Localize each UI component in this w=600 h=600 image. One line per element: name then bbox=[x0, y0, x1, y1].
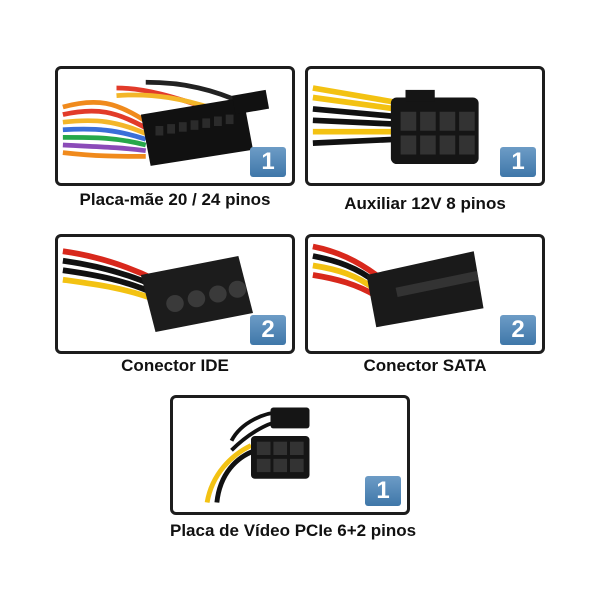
molex-ide-connector-icon bbox=[62, 248, 253, 332]
connector-label: Conector SATA bbox=[363, 356, 487, 375]
connector-image-frame: 2 bbox=[305, 234, 545, 354]
connector-image-frame: 1 bbox=[55, 66, 295, 186]
badge-number: 1 bbox=[250, 147, 286, 177]
connector-image-frame: 1 bbox=[305, 66, 545, 186]
eps-8pin-connector-icon bbox=[312, 85, 479, 164]
connector-card-sata: 2 Conector SATA bbox=[305, 234, 545, 379]
badge-number: 1 bbox=[365, 476, 401, 506]
connector-label: Placa-mãe 20 / 24 pinos bbox=[79, 190, 271, 209]
badge-number: 1 bbox=[500, 147, 536, 177]
connector-label: Conector IDE bbox=[121, 356, 229, 375]
connector-image-frame: 1 bbox=[170, 395, 410, 515]
connector-card-aux-12v: 1 Auxiliar 12V 8 pinos bbox=[305, 66, 545, 213]
connector-card-pcie: 1 Placa de Vídeo PCIe 6+2 pinos bbox=[170, 395, 417, 550]
connector-card-ide: 2 Conector IDE bbox=[55, 234, 295, 379]
pcie-6plus2-connector-icon bbox=[204, 407, 310, 503]
sata-connector-icon bbox=[312, 243, 484, 328]
atx-24pin-connector-icon bbox=[62, 79, 270, 166]
badge-number: 2 bbox=[500, 315, 536, 345]
connector-label: Auxiliar 12V 8 pinos bbox=[344, 194, 506, 213]
connector-image-frame: 2 bbox=[55, 234, 295, 354]
connector-card-motherboard: 1 Placa-mãe 20 / 24 pinos bbox=[55, 66, 295, 211]
connector-label: Placa de Vídeo PCIe 6+2 pinos bbox=[170, 521, 417, 540]
badge-number: 2 bbox=[250, 315, 286, 345]
